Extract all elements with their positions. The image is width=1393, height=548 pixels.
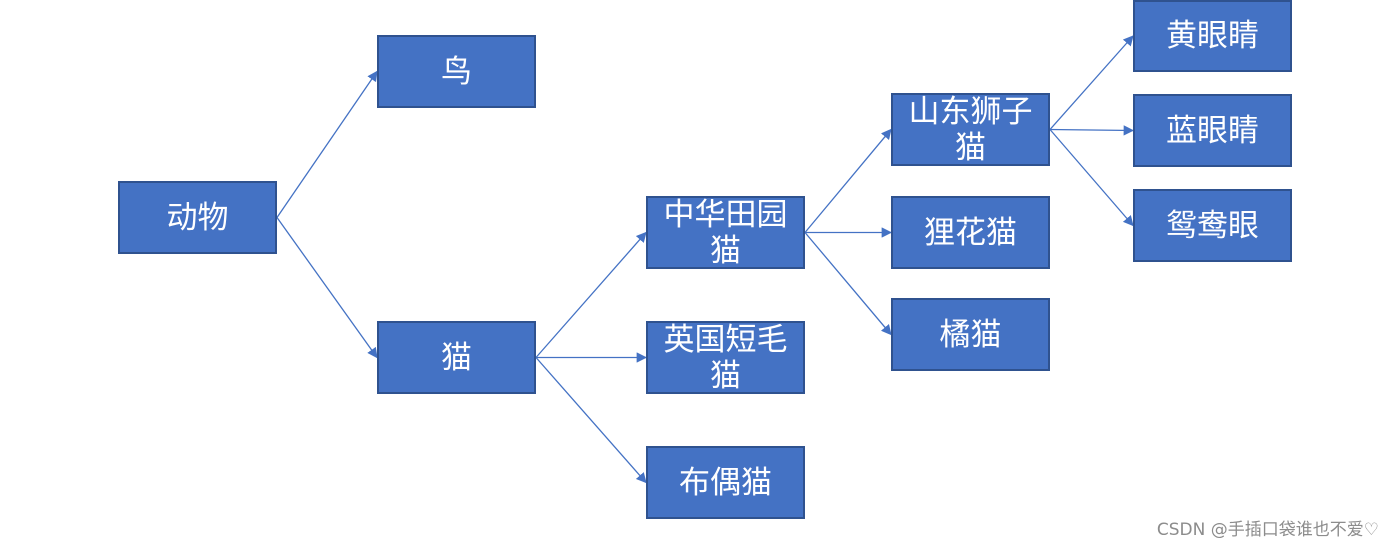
node-orange-cat-label: 橘猫 bbox=[939, 316, 1002, 353]
node-yellow-eyes-label: 黄眼睛 bbox=[1166, 18, 1259, 54]
node-animal: 动物 bbox=[118, 181, 277, 254]
node-cat: 猫 bbox=[377, 321, 536, 394]
node-yellow-eyes: 黄眼睛 bbox=[1133, 0, 1292, 72]
edge-shandong_lion_cat-to-yellow_eyes bbox=[1049, 35, 1134, 130]
edge-chinese_cat-to-orange_cat bbox=[804, 232, 892, 336]
node-cat-label: 猫 bbox=[441, 339, 472, 376]
watermark-text: CSDN @手插口袋谁也不爱♡ bbox=[1156, 520, 1379, 540]
node-chinese-cat-label: 中华田园猫 bbox=[663, 196, 788, 269]
node-bird: 鸟 bbox=[377, 35, 536, 108]
node-animal-label: 动物 bbox=[166, 199, 229, 236]
edge-chinese_cat-to-shandong_lion_cat bbox=[804, 128, 892, 233]
node-ragdoll-label: 布偶猫 bbox=[679, 464, 772, 501]
node-shandong-lion-cat: 山东狮子猫 bbox=[891, 93, 1050, 166]
node-blue-eyes: 蓝眼睛 bbox=[1133, 94, 1292, 167]
edge-cat-to-ragdoll bbox=[535, 357, 647, 484]
edge-animal-to-cat bbox=[276, 217, 378, 359]
edge-cat-to-chinese_cat bbox=[535, 231, 647, 358]
node-tabby: 狸花猫 bbox=[891, 196, 1050, 269]
node-blue-eyes-label: 蓝眼睛 bbox=[1166, 112, 1259, 149]
node-ragdoll: 布偶猫 bbox=[646, 446, 805, 519]
node-british-shorthair-label: 英国短毛猫 bbox=[663, 321, 788, 394]
edge-animal-to-bird bbox=[276, 70, 378, 218]
node-chinese-cat: 中华田园猫 bbox=[646, 196, 805, 269]
node-orange-cat: 橘猫 bbox=[891, 298, 1050, 371]
node-shandong-lion-cat-label: 山东狮子猫 bbox=[908, 93, 1033, 166]
node-bird-label: 鸟 bbox=[441, 53, 472, 90]
edge-shandong_lion_cat-to-blue_eyes bbox=[1049, 125, 1135, 136]
node-odd-eyes-label: 鸳鸯眼 bbox=[1166, 207, 1259, 244]
node-british-shorthair: 英国短毛猫 bbox=[646, 321, 805, 394]
node-odd-eyes: 鸳鸯眼 bbox=[1133, 189, 1292, 262]
node-tabby-label: 狸花猫 bbox=[924, 214, 1017, 251]
edge-shandong_lion_cat-to-odd_eyes bbox=[1049, 129, 1134, 227]
